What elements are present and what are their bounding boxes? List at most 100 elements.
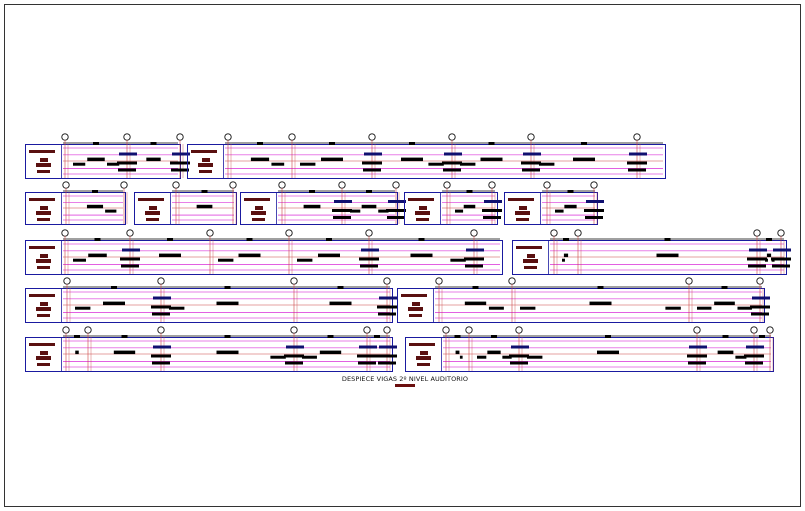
axis-marker-icon bbox=[753, 229, 761, 237]
beam-panel-6 bbox=[404, 192, 498, 225]
beam-panel-8 bbox=[25, 240, 503, 275]
support-rebar bbox=[388, 200, 406, 203]
section-mark bbox=[146, 218, 159, 221]
rebar-bar bbox=[216, 350, 239, 355]
support-rebar bbox=[443, 168, 461, 172]
section-mark bbox=[149, 206, 157, 210]
axis-marker-icon bbox=[527, 133, 535, 141]
dimension-tick bbox=[224, 335, 231, 338]
support-rebar bbox=[172, 152, 190, 156]
rebar-bar bbox=[321, 157, 343, 162]
support-rebar bbox=[284, 354, 304, 358]
dimension-tick bbox=[94, 238, 101, 241]
axis-marker-icon bbox=[288, 133, 296, 141]
support-rebar bbox=[465, 264, 483, 268]
support-rebar bbox=[377, 354, 397, 358]
dimension-tick bbox=[472, 286, 479, 289]
rebar-bar bbox=[75, 350, 79, 355]
axis-marker-icon bbox=[61, 229, 69, 237]
section-mark bbox=[417, 363, 430, 366]
rebar-bar bbox=[270, 355, 286, 359]
rebar-bar bbox=[113, 350, 136, 355]
section-mark bbox=[40, 254, 48, 258]
support-rebar bbox=[689, 345, 707, 349]
section-mark bbox=[36, 307, 51, 311]
section-label-bar bbox=[516, 246, 542, 249]
axis-marker-icon bbox=[285, 229, 293, 237]
rebar-bar bbox=[488, 306, 504, 310]
axis-marker-icon bbox=[126, 229, 134, 237]
support-rebar bbox=[379, 296, 397, 300]
support-rebar bbox=[688, 361, 706, 365]
axis-marker-icon bbox=[515, 326, 523, 334]
rebar-bar bbox=[218, 258, 234, 262]
rebar-bar bbox=[302, 355, 317, 359]
axis-marker-icon bbox=[685, 277, 693, 285]
support-rebar bbox=[170, 161, 190, 165]
support-rebar bbox=[584, 209, 604, 212]
support-rebar bbox=[466, 248, 484, 252]
dimension-tick bbox=[409, 142, 415, 145]
support-rebar bbox=[687, 354, 707, 358]
section-label-bar bbox=[138, 198, 164, 201]
axis-marker-icon bbox=[206, 229, 214, 237]
support-rebar bbox=[629, 152, 647, 156]
support-rebar bbox=[464, 257, 484, 261]
support-rebar bbox=[357, 354, 377, 358]
dimension-tick bbox=[466, 190, 473, 193]
support-rebar bbox=[333, 216, 351, 219]
section-mark bbox=[408, 307, 423, 311]
support-rebar bbox=[586, 200, 604, 203]
dimension-tick bbox=[597, 286, 604, 289]
support-rebar bbox=[152, 361, 170, 365]
support-rebar bbox=[379, 345, 397, 349]
dimension-tick bbox=[664, 238, 671, 241]
section-mark bbox=[198, 163, 213, 167]
support-rebar bbox=[751, 312, 769, 316]
axis-marker-icon bbox=[383, 326, 391, 334]
rebar-bar bbox=[300, 162, 316, 166]
section-label-bar bbox=[29, 246, 55, 249]
support-rebar bbox=[377, 305, 397, 309]
beam-panel-11 bbox=[397, 288, 765, 323]
dimension-tick bbox=[257, 142, 263, 145]
section-mark bbox=[36, 163, 51, 167]
rebar-bar bbox=[460, 162, 476, 166]
section-mark bbox=[415, 211, 430, 215]
dimension-tick bbox=[92, 190, 98, 193]
support-rebar bbox=[332, 209, 352, 212]
section-mark bbox=[416, 218, 429, 221]
rebar-bar bbox=[562, 258, 565, 262]
axis-marker-icon bbox=[224, 133, 232, 141]
support-rebar bbox=[482, 209, 502, 212]
section-mark bbox=[37, 170, 50, 173]
dimension-tick bbox=[563, 238, 569, 241]
dimension-tick bbox=[309, 190, 315, 193]
section-mark bbox=[251, 211, 266, 215]
axis-marker-icon bbox=[62, 181, 70, 189]
section-label-bar bbox=[29, 198, 55, 201]
support-rebar bbox=[483, 216, 501, 219]
dimension-tick bbox=[329, 142, 335, 145]
rebar-bar bbox=[697, 306, 712, 310]
support-rebar bbox=[358, 361, 376, 365]
support-rebar bbox=[747, 257, 767, 261]
rebar-bar bbox=[477, 355, 487, 359]
rebar-bar bbox=[350, 209, 361, 213]
support-rebar bbox=[509, 354, 529, 358]
support-rebar bbox=[628, 168, 646, 172]
support-rebar bbox=[359, 257, 379, 261]
axis-marker-icon bbox=[62, 326, 70, 334]
rebar-bar bbox=[520, 306, 536, 310]
beam-panel-7 bbox=[504, 192, 598, 225]
rebar-bar bbox=[169, 306, 185, 310]
support-rebar bbox=[118, 168, 136, 172]
section-mark bbox=[202, 158, 210, 162]
support-rebar bbox=[773, 248, 791, 252]
rebar-bar bbox=[589, 301, 612, 306]
dimension-tick bbox=[721, 286, 728, 289]
rebar-bar bbox=[714, 301, 735, 306]
rebar-bar bbox=[735, 355, 747, 359]
rebar-bar bbox=[86, 204, 104, 209]
section-mark bbox=[36, 356, 51, 360]
